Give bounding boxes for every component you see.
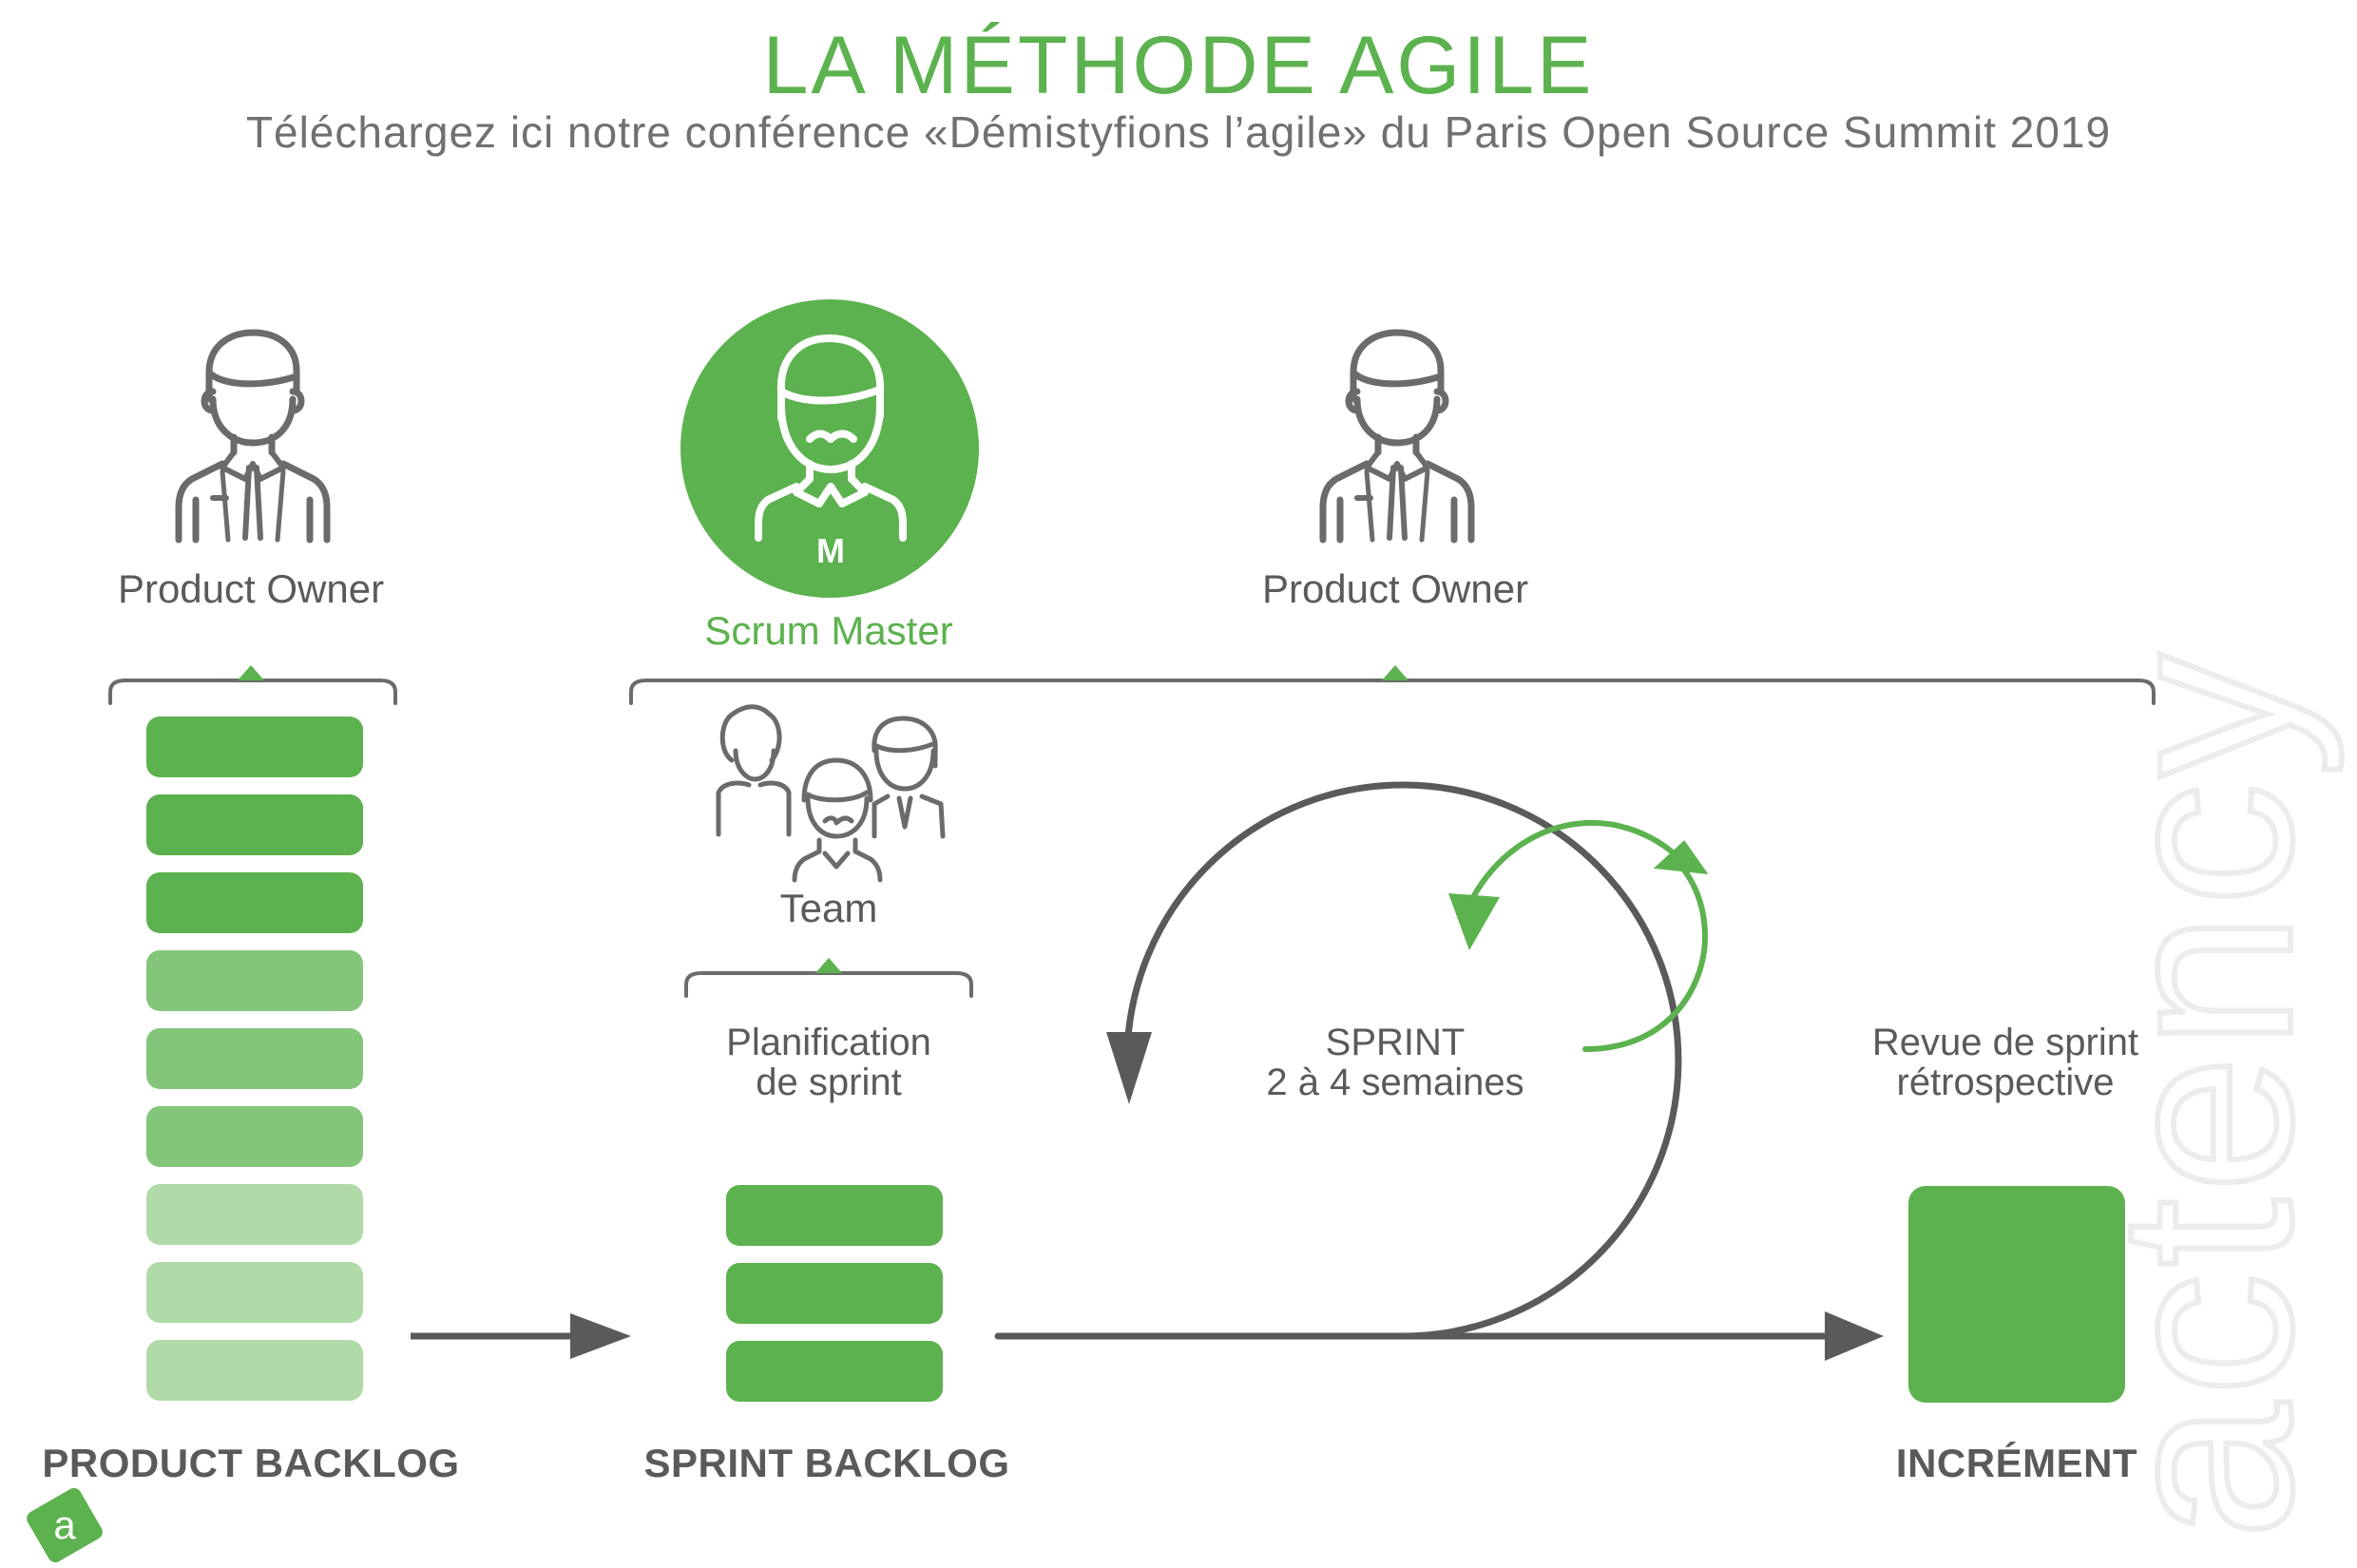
scrum-master-label: Scrum Master [704, 608, 953, 653]
arrow-head [1106, 1032, 1152, 1104]
sprint-backlog-item [726, 1185, 943, 1246]
arrow-to-sprint-backlog [411, 1313, 631, 1359]
person-icon [179, 333, 327, 540]
backlog-item [146, 717, 363, 777]
page-title: LA MÉTHODE AGILE [762, 20, 1595, 111]
sprint-label: SPRINT 2 à 4 semaines [1266, 1022, 1524, 1103]
svg-text:M: M [816, 531, 845, 570]
daily-cycle-arrow [1470, 820, 1709, 1052]
brace-product-owner [108, 679, 397, 705]
arrow-head [1825, 1311, 1884, 1361]
sprint-backlog-label: SPRINT BACKLOG [643, 1441, 1010, 1485]
review-label: Revue de sprint rétrospective [1871, 1022, 2139, 1103]
backlog-item [146, 950, 363, 1011]
backlog-item [146, 872, 363, 933]
increment-label: INCRÉMENT [1895, 1441, 2138, 1485]
sprint-backlog-item [726, 1341, 943, 1402]
brace-sprint [629, 679, 2156, 705]
person-icon [1323, 333, 1471, 540]
backlog-item [146, 1028, 363, 1089]
scrum-master-icon: M [680, 299, 979, 598]
product-owner-label: Product Owner [1261, 566, 1529, 611]
sprint-loop-arrow [994, 781, 1840, 1340]
backlog-item [146, 1340, 363, 1401]
actency-logo: a [27, 1487, 103, 1563]
backlog-item [146, 1106, 363, 1167]
increment-box [1908, 1186, 2125, 1403]
team-label: Team [779, 886, 878, 930]
product-owner-label: Product Owner [117, 566, 385, 611]
backlog-item [146, 794, 363, 855]
arrow-head [1448, 893, 1500, 950]
brace-tick [815, 958, 842, 973]
planning-label: Planification de sprint [726, 1022, 931, 1103]
brace-tick [238, 665, 264, 680]
svg-text:a: a [53, 1502, 76, 1547]
product-backlog-stack [146, 717, 363, 1401]
arrow-head [1653, 840, 1709, 875]
backlog-item [146, 1184, 363, 1245]
sprint-backlog-item [726, 1263, 943, 1324]
brace-team [684, 971, 973, 998]
team-icon [716, 704, 946, 883]
backlog-item [146, 1262, 363, 1323]
page-subtitle[interactable]: Téléchargez ici notre conférence «Démist… [245, 107, 2112, 157]
brace-tick [1382, 665, 1408, 680]
product-backlog-label: PRODUCT BACKLOG [42, 1441, 460, 1485]
sprint-backlog-stack [726, 1185, 943, 1402]
